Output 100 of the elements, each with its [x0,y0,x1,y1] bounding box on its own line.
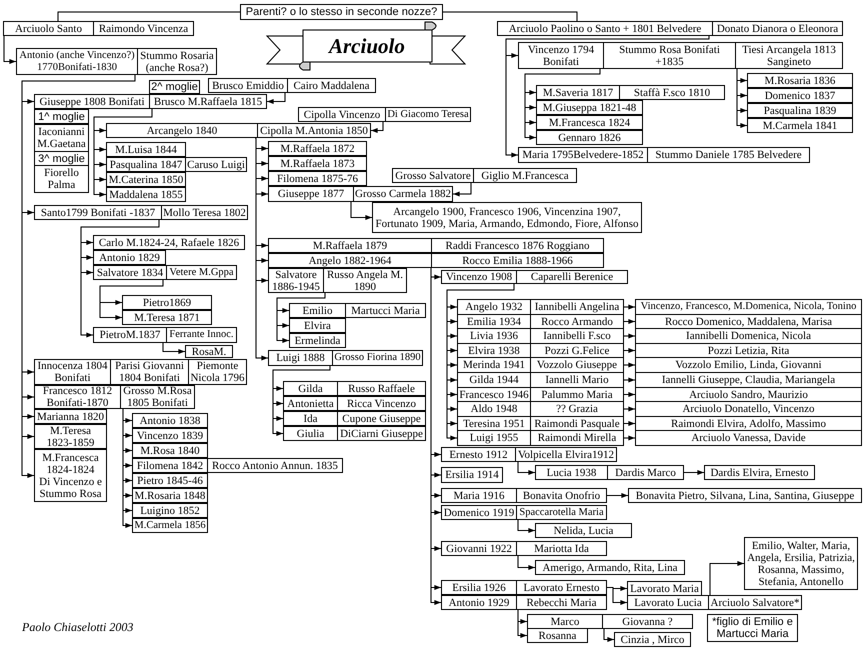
arrow [350,202,372,220]
name-text: Di Vincenzo e Stummo Rosa [38,476,103,500]
name-box: Santo1799 Bonifati -1837 [34,205,162,220]
name-box: Rocco Emilia 1888-1966 [431,253,604,268]
arrow [736,68,748,128]
name-box: Di Giacomo Teresa [385,107,471,122]
name-box: M.Carmela 1841 [747,118,853,133]
arrow [254,138,268,360]
name-box: Angelo 1932 [457,299,531,315]
arrow [624,436,636,440]
title: Arciuolo [329,34,405,58]
name-box: Bonavita Onofrio [516,488,607,503]
name-box: Ernesto 1912 [441,447,516,462]
name-box: Filomena 1875-76 [268,171,367,186]
arrow [624,319,636,324]
name-box: Vincenzo 1839 [132,428,208,443]
name-box: Pietro 1845-46 [132,473,208,488]
name-box: Vozzolo Emilio, Linda, Giovanni [635,357,862,373]
name-box: Arciuolo Paolino o Santo + 1801 Belvedere [497,21,713,36]
name-box: Stummo Daniele 1785 Belvedere [647,147,810,163]
name-box: Antonio 1838 [132,413,208,428]
caption: Paolo Chiaselotti 2003 [22,620,134,635]
name-box: Grosso Fiorina 1890 [332,350,423,366]
name-box: Martucci Maria [345,303,426,318]
name-box: Grosso Carmela 1882 [353,186,453,202]
name-box: Raimondi Mirella [530,430,624,446]
name-box: Vincenzo 1908 [441,270,517,284]
name-box: M.Rosa 1840 [132,443,208,458]
name-box: Ferrante Innoc. [166,327,237,343]
name-box: Brusco Emiddio [208,78,288,93]
name-box: Arciuolo Salvatore* [708,595,802,610]
name-box: Gilda [283,381,338,396]
arrow [624,378,636,382]
name-box: Iannibelli Angelina [530,299,624,315]
name-box: Rocco Domenico, Maddalena, Marisa [635,314,862,329]
name-box: Pasqualina 1839 [747,103,853,118]
name-box: Salvatore 1834 [93,265,167,280]
arrow [624,304,636,310]
name-box: Rebecchi Maria [516,595,607,610]
arrow [624,334,636,338]
name-box: Marco [527,614,603,629]
name-box: Giulia [283,426,338,441]
name-box: Ersilia 1926 [441,580,517,595]
name-box: M.Luisa 1844 [106,142,186,157]
name-box: Mariotta Ida [516,541,607,556]
connector-line [442,12,578,22]
arrow [370,122,384,133]
name-box: Giovanni 1922 [441,541,517,556]
name-box: Vetere M.Gppa [166,265,237,280]
name-box: Nelida, Lucia [535,523,632,538]
name-box: Volpicella Elvira1912 [515,447,617,462]
name-box: Tiesi Arcangela 1813 Sangineto [735,42,843,69]
name-box: Ersilia 1914 [441,467,503,483]
name-box: Cairo Maddalena [287,78,376,93]
arrow [518,556,536,570]
name-box: Iaconianni M.Gaetana [34,124,89,152]
name-box: Dardis Elvira, Ernesto [704,465,815,480]
name-box: Vincenzo, Francesco, M.Domenica, Nicola, Tonino [635,299,862,315]
name-box: M.Raffaela 1872 [268,141,367,156]
name-box: Spaccarotella Maria [516,505,607,520]
name-box: M.Giuseppa 1821-48 [536,100,643,115]
name-box: Arcangelo 1900, Francesco 1906, Vincenzina 1907, Fortunato 1909, Maria, Armando, Edmondo, Fiore, Alfonso [372,202,642,233]
arrow [100,280,164,320]
name-box: Maddalena 1855 [106,187,186,202]
arrow [518,610,528,638]
name-box: Piemonte Nicola 1796 [188,359,247,385]
name-box: Francesco 1812 Bonifati-1870 [34,385,121,409]
name-box: Angelo 1882-1964 [268,253,432,268]
name-box: Maria 1916 [441,488,517,503]
name-box: Emilio, Walter, Maria, Angela, Ersilia, Patrizia, Rosanna, Massimo, Stefania, Antonello [744,537,858,590]
name-box: M.Raffaela 1879 [268,238,432,253]
name-box: Donato Dianora o Eleonora [712,21,843,36]
name-box: Parisi Giovanni 1804 Bonifati [110,359,189,385]
name-box: Giglio M.Francesca [473,168,577,183]
name-box: Raimondo Vincenza [93,21,194,36]
name-box: Cipolla M.Antonia 1850 [257,123,371,138]
note-box: 1^ moglie [34,109,89,124]
name-box: Staffà F.sco 1810 [619,85,725,100]
name-box: M.Rosaria 1848 [132,488,208,503]
name-box: Pietro1869 [122,295,212,310]
name-box: Vincenzo 1794 Bonifati [518,42,604,69]
name-box: Arciuolo Vanessa, Davide [635,430,862,446]
name-box: Russo Angela M. 1890 [323,268,407,293]
name-box: Cupone Giuseppe [337,411,426,426]
name-box: Domenico 1837 [747,88,853,103]
name-box: Francesco 1946 [457,387,531,402]
name-box: Stummo Rosaria (anche Rosa?) [137,48,217,75]
name-box: Pasqualina 1847 [106,157,186,172]
name-box: Arciuolo Donatello, Vincenzo [635,401,862,417]
name-box: DiCiarni Giuseppe [337,426,426,441]
name-text: M.Francesca 1824-1824 [41,452,100,476]
name-box: M.Rosaria 1836 [747,73,853,88]
name-box: Brusco M.Raffaela 1815 [149,94,267,109]
arrow [710,561,744,596]
name-box [34,449,107,502]
name-box: Lavorato Lucia [627,595,709,610]
name-box: Elvira [289,318,346,333]
name-box: Luigino 1852 [132,503,208,518]
name-box: Antonio 1829 [93,250,166,265]
name-box: Rocco Antonio Annun. 1835 [207,458,343,473]
